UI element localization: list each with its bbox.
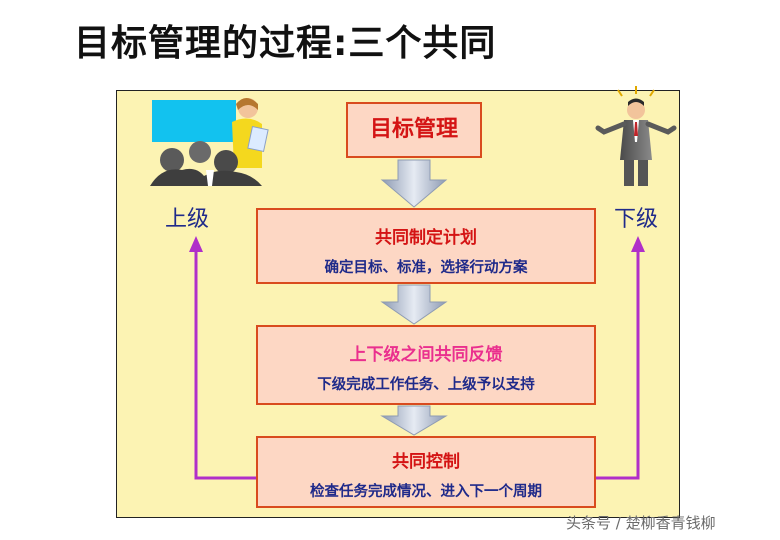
flow-arrow-2 [382, 285, 446, 324]
step-box-feedback: 上下级之间共同反馈 下级完成工作任务、上级予以支持 [256, 325, 596, 405]
step-box-control: 共同控制 检查任务完成情况、进入下一个周期 [256, 436, 596, 508]
step-detail: 下级完成工作任务、上级予以支持 [258, 373, 594, 394]
mbo-title-box: 目标管理 [346, 102, 482, 158]
subordinate-label: 下级 [614, 201, 658, 233]
step-heading: 共同制定计划 [258, 223, 594, 248]
feedback-arrow-left [196, 248, 256, 478]
step-heading: 共同控制 [258, 447, 594, 472]
feedback-arrowhead-right [631, 236, 645, 252]
feedback-arrow-right [596, 248, 638, 478]
step-heading: 上下级之间共同反馈 [258, 340, 594, 365]
step-detail: 检查任务完成情况、进入下一个周期 [258, 480, 594, 501]
feedback-arrowhead-left [189, 236, 203, 252]
superior-label: 上级 [165, 201, 209, 233]
flow-arrow-1 [382, 160, 446, 207]
subordinate-illustration [598, 86, 674, 186]
mbo-title-text: 目标管理 [348, 104, 480, 156]
watermark: 头条号 / 楚柳香青钱柳 [566, 512, 716, 533]
step-detail: 确定目标、标准，选择行动方案 [258, 256, 594, 277]
step-box-plan: 共同制定计划 确定目标、标准，选择行动方案 [256, 208, 596, 284]
superior-meeting-illustration [150, 98, 268, 186]
flow-arrow-3 [382, 406, 446, 435]
